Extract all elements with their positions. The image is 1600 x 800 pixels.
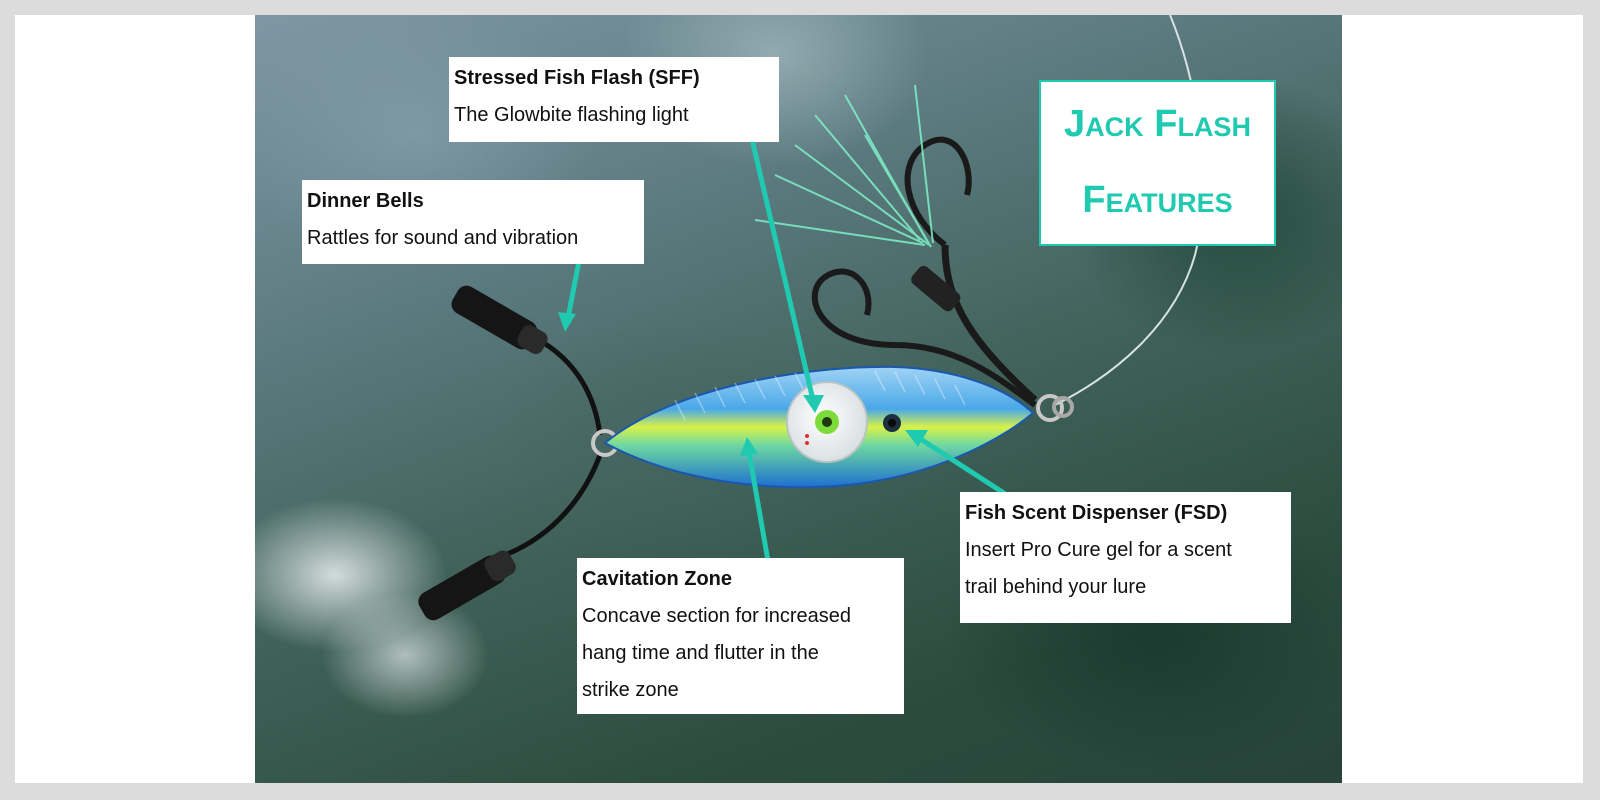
callout-dinner-bells-title: Dinner Bells bbox=[307, 190, 424, 212]
rattle-cord-lower bbox=[504, 454, 603, 558]
flash-fibers bbox=[754, 84, 934, 248]
features-title-line1: Jack Flash bbox=[1064, 103, 1251, 145]
arrow-fsd-head bbox=[905, 430, 928, 447]
callout-dinner-bells-description: Rattles for sound and vibration bbox=[307, 227, 579, 249]
callout-sff-title: Stressed Fish Flash (SFF) bbox=[454, 67, 700, 89]
callout-fsd: Fish Scent Dispenser (FSD) Insert Pro Cu… bbox=[960, 492, 1291, 623]
callout-cavitation: Cavitation Zone Concave section for incr… bbox=[577, 558, 904, 714]
arrow-dinner-bells bbox=[565, 253, 583, 321]
callout-cavitation-description-line3: strike zone bbox=[582, 679, 679, 701]
callout-sff-description: The Glowbite flashing light bbox=[454, 104, 689, 126]
shrink-tube bbox=[911, 265, 961, 312]
eye-red-dot bbox=[805, 434, 809, 438]
arrow-cavitation-head bbox=[740, 437, 758, 456]
assist-cord-2 bbox=[894, 342, 1037, 408]
arrow-sff-head bbox=[803, 395, 824, 413]
rattle-upper bbox=[451, 285, 548, 354]
callout-dinner-bells: Dinner Bells Rattles for sound and vibra… bbox=[302, 180, 644, 264]
eye-pupil bbox=[822, 417, 832, 427]
fishing-line bbox=[1054, 15, 1205, 406]
split-ring-right bbox=[1036, 394, 1064, 422]
arrow-sff bbox=[745, 119, 816, 403]
hook-lower bbox=[811, 268, 896, 348]
assist-cord bbox=[941, 244, 1038, 403]
features-title-line2: Features bbox=[1082, 179, 1233, 221]
scent-hole-inner bbox=[888, 419, 896, 427]
callout-cavitation-description-line2: hang time and flutter in the bbox=[582, 642, 819, 664]
eye-red-dot-2 bbox=[805, 441, 809, 445]
callout-fsd-title: Fish Scent Dispenser (FSD) bbox=[965, 502, 1228, 524]
callout-cavitation-description-line1: Concave section for increased bbox=[582, 605, 852, 627]
callout-fsd-description-line1: Insert Pro Cure gel for a scent bbox=[965, 539, 1232, 561]
lure-illustration bbox=[418, 15, 1205, 621]
arrow-fsd bbox=[919, 437, 1013, 500]
callout-cavitation-title: Cavitation Zone bbox=[582, 568, 733, 590]
swivel bbox=[1052, 396, 1074, 418]
features-title: Jack Flash Features bbox=[1039, 80, 1276, 246]
hook-upper bbox=[904, 136, 972, 248]
arrow-dinner-bells-head bbox=[558, 312, 576, 332]
callout-fsd-description-line2: trail behind your lure bbox=[965, 576, 1147, 598]
rattle-lower bbox=[418, 550, 516, 621]
callout-sff: Stressed Fish Flash (SFF) The Glowbite f… bbox=[449, 57, 779, 142]
lure-scale-pattern bbox=[674, 370, 966, 421]
